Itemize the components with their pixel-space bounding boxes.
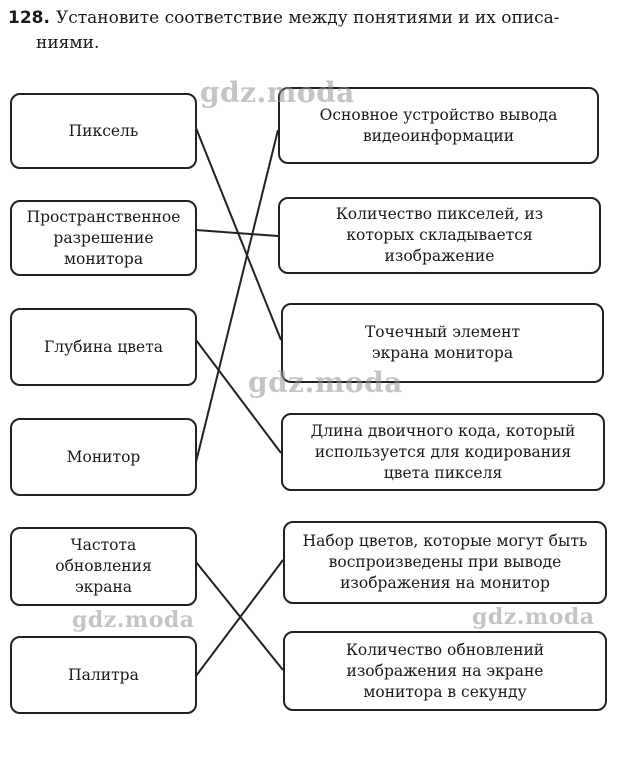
description-box-4: Длина двоичного кода, который использует… (281, 413, 605, 491)
concept-label: Пиксель (68, 121, 139, 140)
description-label: Количество обновлений изображения на экр… (345, 640, 545, 701)
concept-box-refresh-rate: Частота обновления экрана (10, 527, 197, 606)
match-line (195, 339, 282, 454)
concept-label: Частота обновления экрана (55, 536, 152, 596)
description-label: Набор цветов, которые могут быть воспрои… (302, 532, 588, 592)
match-line (195, 559, 284, 677)
task-text-line1: Установите соответствие между понятиями … (55, 8, 560, 28)
description-box-6: Количество обновлений изображения на экр… (283, 631, 607, 711)
description-label: Количество пикселей, из которых складыва… (335, 205, 544, 265)
description-box-3: Точечный элемент экрана монитора (281, 303, 604, 383)
description-label: Основное устройство вывода видеоинформац… (319, 105, 558, 145)
description-box-1: Основное устройство вывода видеоинформац… (278, 87, 599, 164)
match-line (195, 229, 279, 237)
watermark: gdz.moda (200, 76, 355, 109)
concept-box-pixel: Пиксель (10, 93, 197, 169)
watermark: gdz.moda (472, 604, 595, 630)
watermark: gdz.moda (72, 607, 195, 633)
description-label: Длина двоичного кода, который использует… (310, 421, 576, 482)
concept-label: Глубина цвета (43, 337, 164, 356)
watermark: gdz.moda (248, 366, 403, 399)
description-box-2: Количество пикселей, из которых складыва… (278, 197, 601, 274)
concept-box-palette: Палитра (10, 636, 197, 714)
concept-label: Монитор (66, 447, 141, 466)
description-label: Точечный элемент экрана монитора (364, 323, 521, 362)
match-line (195, 129, 279, 463)
description-box-5: Набор цветов, которые могут быть воспрои… (283, 521, 607, 604)
concept-box-monitor: Монитор (10, 418, 197, 496)
concept-box-color-depth: Глубина цвета (10, 308, 197, 386)
match-line (195, 561, 284, 671)
concept-label: Палитра (68, 665, 139, 684)
task-statement: 128.Установите соответствие между поняти… (8, 6, 608, 56)
concept-box-resolution: Пространственное разрешение монитора (10, 200, 197, 276)
task-number: 128. (8, 8, 50, 28)
concept-label: Пространственное разрешение монитора (26, 207, 181, 268)
task-text-line2: ниями. (36, 33, 100, 53)
